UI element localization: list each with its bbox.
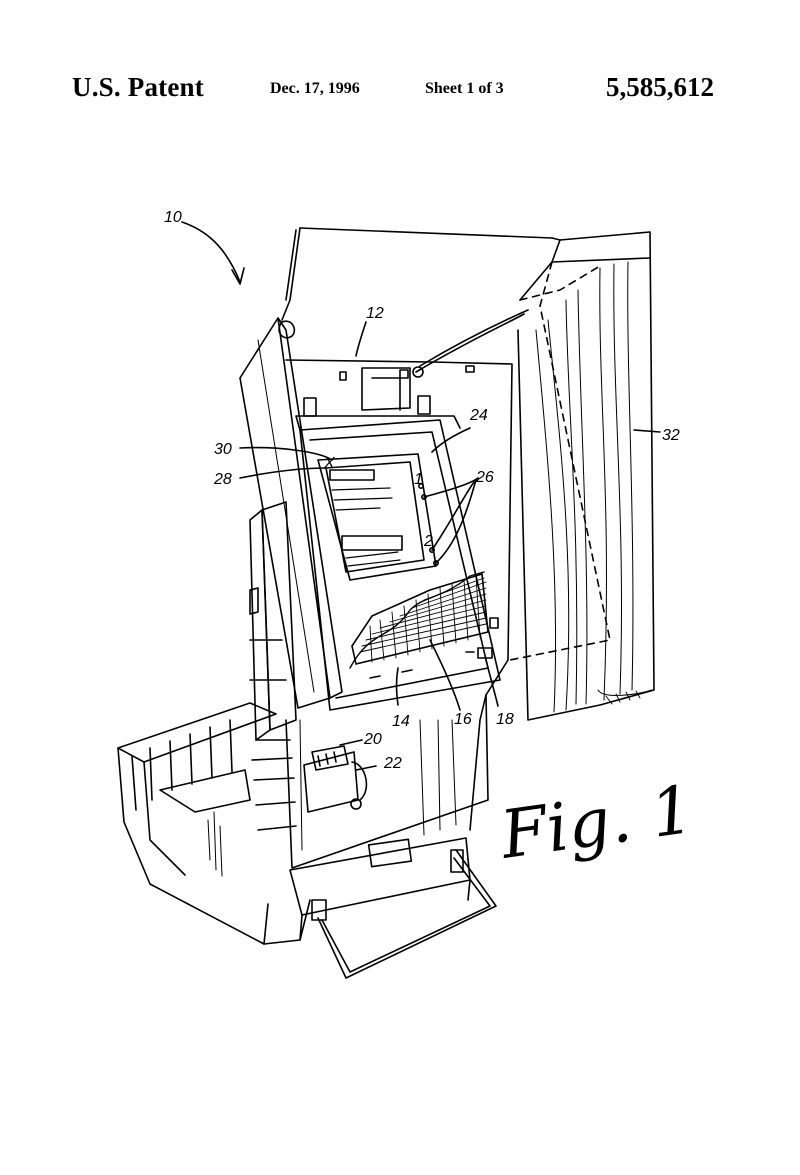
- ref-24: 24: [469, 407, 488, 424]
- ref-14: 14: [392, 713, 410, 730]
- ref-10: 10: [164, 209, 182, 226]
- support-arm: [278, 227, 553, 378]
- patent-header: U.S. Patent Dec. 17, 1996 Sheet 1 of 3 5…: [0, 0, 800, 120]
- patent-date: Dec. 17, 1996: [270, 80, 360, 97]
- ref-20: 20: [363, 731, 382, 748]
- ref-12: 12: [366, 305, 384, 322]
- figure-caption: Fig. 1: [495, 771, 698, 874]
- ref-28: 28: [213, 471, 232, 488]
- patent-title: U.S. Patent: [72, 72, 204, 102]
- control-module: [303, 739, 377, 813]
- sheet-number: Sheet 1 of 3: [425, 80, 504, 97]
- upright-cabinet: [249, 359, 513, 869]
- case-base: [117, 702, 471, 945]
- ref-22: 22: [383, 755, 402, 772]
- display-lid: [239, 317, 501, 711]
- mark-x: X: [323, 455, 336, 472]
- reference-arrow-10: [181, 221, 241, 283]
- mark-2: 2: [423, 533, 433, 550]
- ref-32: 32: [662, 427, 680, 444]
- patent-number: 5,585,612: [606, 72, 714, 102]
- ref-26: 26: [475, 469, 494, 486]
- mark-1: 1: [414, 471, 423, 488]
- carry-handle: [317, 849, 497, 979]
- ref-18: 18: [496, 711, 514, 728]
- curtain-shield: [509, 231, 655, 721]
- ref-30: 30: [214, 441, 232, 458]
- ref-16: 16: [454, 711, 472, 728]
